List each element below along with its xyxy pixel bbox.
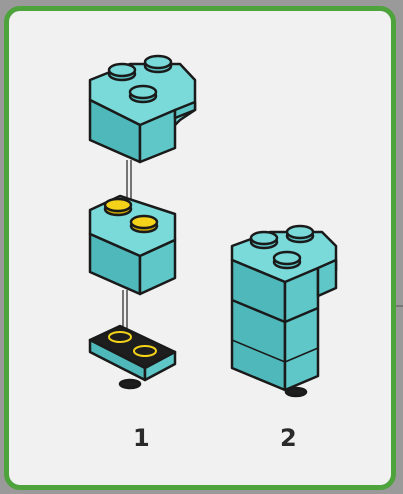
step-number-2: 2 [280,424,297,452]
step-number-1: 1 [133,424,150,452]
assembled-stack-icon [230,224,338,398]
divider [396,305,403,307]
corner-brick-icon [88,54,197,164]
brick-2x2-icon [88,194,177,296]
plate-icon [88,324,177,390]
